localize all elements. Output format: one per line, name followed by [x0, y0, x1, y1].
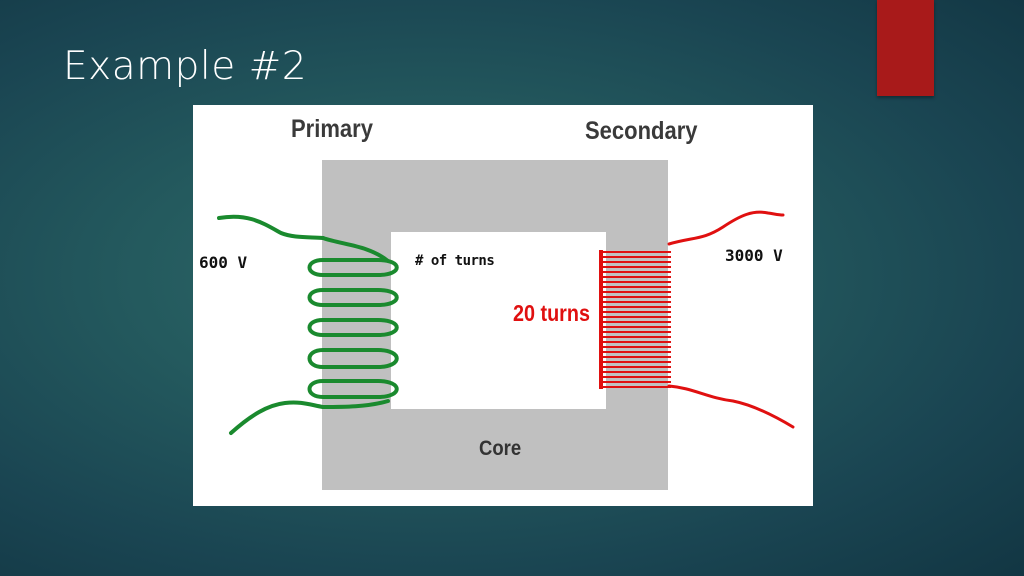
primary-lead-bottom: [229, 400, 325, 435]
secondary-turns-label: 20 turns: [513, 300, 590, 326]
primary-coil: [307, 236, 399, 409]
transformer-core: [322, 160, 668, 490]
slide-title: Example #2: [63, 44, 308, 89]
transformer-diagram: Primary Secondary 600 V 3000 V # of turn…: [193, 105, 813, 506]
secondary-voltage-label: 3000 V: [725, 246, 783, 265]
secondary-lead-bottom: [667, 384, 795, 429]
primary-lead-top: [217, 214, 325, 240]
accent-bar: [877, 0, 934, 96]
core-label: Core: [479, 437, 522, 460]
primary-label: Primary: [291, 115, 373, 143]
secondary-coil: [600, 251, 671, 388]
primary-voltage-label: 600 V: [199, 253, 248, 272]
turns-question-label: # of turns: [415, 253, 495, 269]
transformer-drawing: [217, 160, 795, 490]
secondary-label: Secondary: [585, 117, 698, 145]
secondary-lead-top: [667, 210, 785, 246]
secondary-coil-edge: [599, 250, 603, 389]
